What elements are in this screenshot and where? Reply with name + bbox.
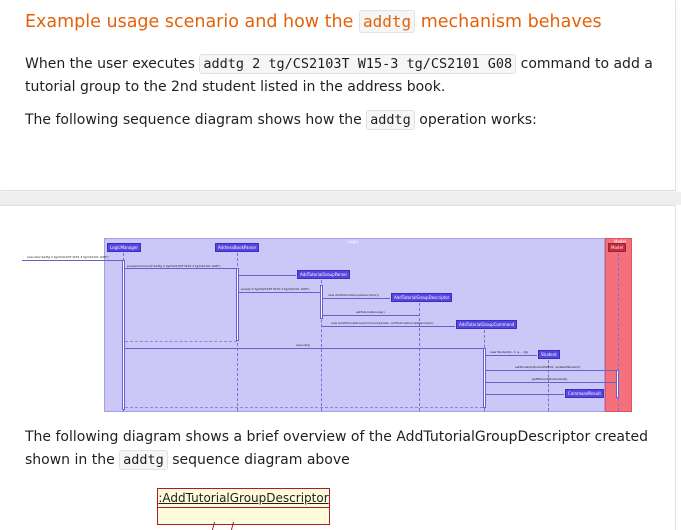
return-parse-command xyxy=(125,341,237,342)
inline-code-2: addtg xyxy=(119,450,168,470)
model-frame-label: Model xyxy=(614,239,627,244)
sequence-diagram: Logic Model LogicManager AddressBookPars… xyxy=(0,235,681,415)
message-new-descriptor-label: new AddTutorialGroupDescriptor() xyxy=(328,293,380,297)
message-execute-label: execute("addtg 2 tg/CS2103T W15-3 tg/CS2… xyxy=(27,255,109,259)
lifeline-parser xyxy=(321,280,322,411)
top-card: Example usage scenario and how the addtg… xyxy=(0,0,676,191)
message-get-filtered xyxy=(486,382,617,383)
message-parse-label: parse("2 tg/CS2103T W15-3 tg/CS2101 G08"… xyxy=(241,287,310,291)
message-get-filtered-label: getFilteredStudentList() xyxy=(532,377,568,381)
message-new-command-label: new AddTutorialGroupCommand(index, addTu… xyxy=(331,321,434,325)
sequence-intro-paragraph: The following sequence diagram shows how… xyxy=(25,110,537,130)
object-box-descriptor: :AddTutorialGroupDescriptor xyxy=(157,488,330,525)
participant-student: Student xyxy=(538,350,560,359)
message-parse xyxy=(239,292,321,293)
object-diagram-intro-paragraph: The following diagram shows a brief over… xyxy=(25,429,648,470)
message-set-student-label: setStudent(studentToEdit, updatedStudent… xyxy=(515,365,581,369)
activation-address-book-parser xyxy=(236,268,239,341)
participant-logic-manager: LogicManager xyxy=(107,243,141,252)
section-heading: Example usage scenario and how the addtg… xyxy=(25,10,602,33)
participant-model: Model xyxy=(608,243,627,252)
message-new-descriptor xyxy=(322,298,390,299)
participant-address-book-parser: AddressBookParser xyxy=(215,243,260,252)
message-new-command xyxy=(322,326,455,327)
heading-text: Example usage scenario and how the xyxy=(25,12,354,32)
message-execute-command-label: execute() xyxy=(296,343,311,347)
lifeline-descriptor xyxy=(419,303,420,411)
inline-code: addtg xyxy=(366,110,415,130)
message-execute xyxy=(22,260,123,261)
card-separator xyxy=(0,192,681,205)
message-set-tutorial-groups-label: setTutorialGroups() xyxy=(356,310,385,314)
participant-add-tutorial-group-parser: AddTutorialGroupParser xyxy=(297,270,351,279)
logic-frame-label: Logic xyxy=(348,239,359,244)
message-new-student-label: new Student(n, t, q, ...tg) xyxy=(490,350,528,354)
lifeline-student xyxy=(548,360,549,411)
object-title: :AddTutorialGroupDescriptor xyxy=(158,489,329,508)
message-new-parser xyxy=(238,275,296,276)
message-set-student xyxy=(486,370,617,371)
logic-frame: Logic xyxy=(104,238,605,412)
lifeline-model xyxy=(618,253,619,411)
participant-command-result: CommandResult xyxy=(565,389,604,398)
usage-paragraph: When the user executes addtg 2 tg/CS2103… xyxy=(25,54,653,95)
participant-add-tutorial-group-command: AddTutorialGroupCommand xyxy=(456,320,518,329)
activation-command xyxy=(483,348,486,408)
message-new-command-result xyxy=(486,394,564,395)
message-set-tutorial-groups xyxy=(322,315,419,316)
message-parse-command xyxy=(125,268,237,269)
activation-parser xyxy=(320,285,323,319)
object-connector-stub xyxy=(211,522,235,530)
command-code: addtg 2 tg/CS2103T W15-3 tg/CS2101 G08 xyxy=(199,54,517,74)
participant-add-tutorial-group-descriptor: AddTutorialGroupDescriptor xyxy=(391,293,453,302)
message-parse-command-label: parseCommand("addtg 2 tg/CS2103T W15-3 t… xyxy=(127,264,221,268)
return-execute xyxy=(125,407,483,408)
heading-code: addtg xyxy=(358,10,416,33)
activation-model xyxy=(616,370,619,398)
activation-logic-manager xyxy=(122,260,125,410)
message-new-student xyxy=(486,355,537,356)
heading-text-suffix: mechanism behaves xyxy=(420,12,602,32)
message-execute-command xyxy=(125,348,483,349)
